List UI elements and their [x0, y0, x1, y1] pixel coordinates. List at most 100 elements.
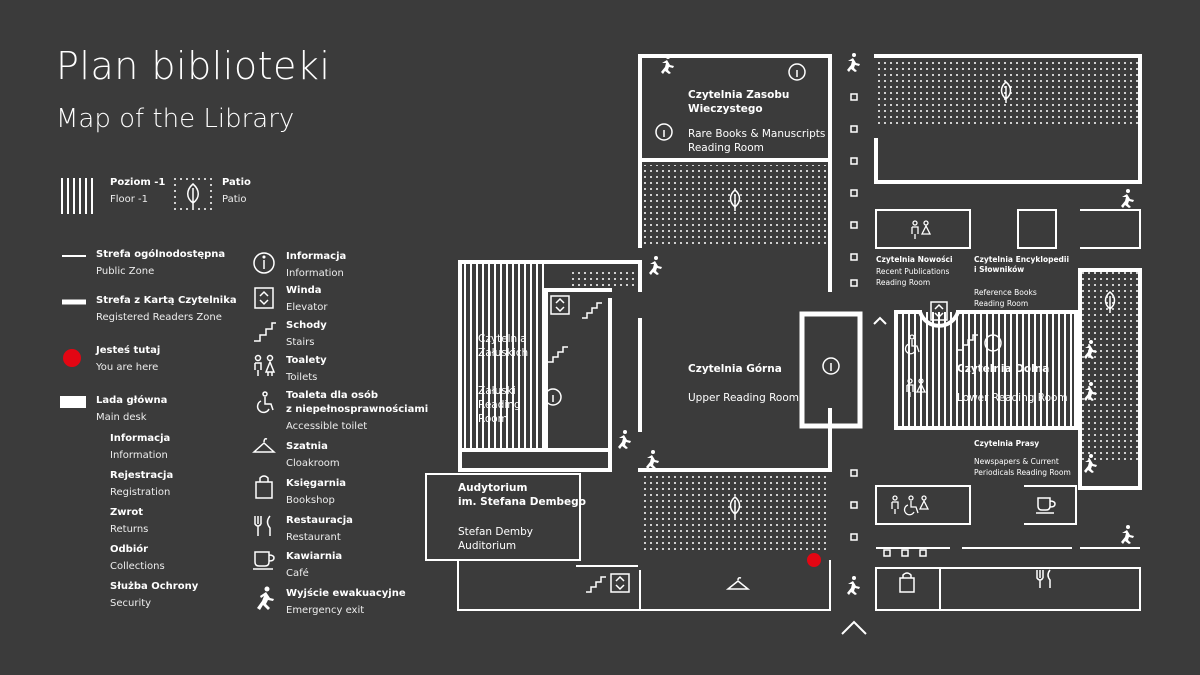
- toilets-icon: [254, 354, 276, 376]
- room-reference-en-2: Reading Room: [974, 299, 1028, 308]
- room-upper-en: Upper Reading Room: [688, 392, 799, 404]
- wall-toilets-bottom: [875, 485, 971, 525]
- zone-public-label: Strefa ogólnodostępna: [96, 249, 226, 260]
- patio-leaf-icon: [1000, 81, 1012, 103]
- room-zaluski-name: Czytelnia: [478, 333, 527, 345]
- icon-label: Księgarnia: [286, 478, 347, 489]
- desk-service-label-en: Registration: [110, 487, 171, 498]
- emergency-exit-icon: [618, 430, 631, 449]
- information-icon: [253, 252, 275, 274]
- wall-zaluski: [458, 262, 612, 472]
- room-reference-en: Reference Books: [974, 288, 1037, 297]
- desk-service-label: Zwrot: [110, 507, 144, 518]
- stairs-icon: [548, 346, 568, 363]
- emergency-exit-icon: [1084, 454, 1097, 473]
- wall-toilets-top: [875, 209, 971, 249]
- information-icon: [544, 388, 562, 406]
- stairs-icon: [958, 334, 978, 351]
- room-press-en-2: Periodicals Reading Room: [974, 468, 1071, 477]
- emergency-exit-icon: [661, 55, 674, 74]
- patio-leaf-icon: [174, 178, 212, 210]
- patio-top-right: [876, 58, 1140, 128]
- icon-label: Schody: [286, 320, 327, 331]
- toilets-icon: [891, 495, 930, 514]
- legend-level-label: Poziom -1: [110, 177, 166, 188]
- cafe-icon: [1036, 497, 1056, 514]
- elevator-icon: [254, 287, 274, 309]
- elevator-icon: [550, 295, 570, 315]
- room-lower-name: Czytelnia Dolna: [957, 363, 1049, 375]
- wall-lower-room: [894, 310, 1078, 430]
- accessible-toilet-icon: [904, 334, 920, 355]
- legend-patio-label: Patio: [222, 177, 251, 188]
- information-icon: [822, 357, 840, 375]
- bookshop-icon: [255, 475, 273, 499]
- desk-service-label-en: Information: [110, 450, 168, 461]
- accessible-toilet-icon: [256, 391, 274, 414]
- desk-service-label: Informacja: [110, 433, 171, 444]
- stairs-icon: [254, 322, 276, 342]
- desk-service-label: Rejestracja: [110, 470, 174, 481]
- room-auditorium-en: Stefan Demby: [458, 526, 533, 538]
- entrance-arrow-icon: [841, 620, 867, 635]
- room-new-name: Czytelnia Nowości: [876, 255, 953, 264]
- toilets-icon: [906, 378, 927, 397]
- legend-level-label-en: Floor -1: [110, 194, 149, 205]
- emergency-exit-icon: [1084, 382, 1097, 401]
- stairs-icon: [582, 302, 602, 319]
- room-rare-books-name: Czytelnia Zasobu: [688, 89, 789, 101]
- wall-top-right: [874, 54, 1142, 184]
- patio-leaf-icon: [729, 496, 741, 518]
- floor-pattern-icon: [61, 178, 93, 214]
- patio-leaf-icon: [1104, 291, 1116, 313]
- room-press-name: Czytelnia Prasy: [974, 439, 1039, 448]
- room-new-en: Recent Publications: [876, 267, 949, 276]
- room-zaluski-name-2: Załuskich: [478, 347, 528, 359]
- elevator-icon: [610, 573, 630, 593]
- emergency-exit-icon: [257, 586, 274, 610]
- icon-label-en: Cloakroom: [286, 458, 340, 469]
- icon-label-en: Stairs: [286, 337, 315, 348]
- desk-service-label-en: Returns: [110, 524, 149, 535]
- elevator-icon: [930, 301, 948, 321]
- stairs-icon: [586, 576, 606, 593]
- icon-label-en: Toilets: [286, 372, 318, 383]
- room-press-en: Newspapers & Current: [974, 457, 1059, 466]
- accessible-toilet-icon: [903, 495, 919, 516]
- emergency-exit-icon: [1121, 189, 1134, 208]
- room-reference-name-2: i Słowników: [974, 265, 1024, 274]
- you-are-here-label-en: You are here: [96, 362, 159, 373]
- emergency-exit-icon: [1121, 525, 1134, 544]
- room-rare-books-en-2: Reading Room: [688, 142, 764, 154]
- emergency-exit-icon: [646, 450, 659, 469]
- patio-leaf-icon: [729, 189, 741, 211]
- icon-label-en: Information: [286, 268, 344, 279]
- main-desk-label: Lada główna: [96, 395, 168, 406]
- icon-label: Szatnia: [286, 441, 328, 452]
- legend-icons: Informacja Information Winda Elevator Sc…: [252, 250, 428, 630]
- room-zaluski-en-3: Room: [478, 413, 508, 425]
- main-desk-label-en: Main desk: [96, 412, 147, 423]
- zone-registered-label: Strefa z Kartą Czytelnika: [96, 295, 237, 306]
- desk-service-label-en: Collections: [110, 561, 165, 572]
- zone-registered-label-en: Registered Readers Zone: [96, 312, 222, 323]
- desk-service-label-en: Security: [110, 598, 152, 609]
- floor-minus-1-zaluski: [462, 264, 546, 448]
- emergency-exit-icon: [1084, 340, 1097, 359]
- floor-minus-1-lower: [898, 312, 1076, 428]
- main-desk-block: [799, 311, 863, 429]
- desk-service-label: Odbiór: [110, 544, 149, 555]
- icon-label-en: Restaurant: [286, 532, 341, 543]
- room-zaluski-en-2: Reading: [478, 399, 521, 411]
- patio-small: [568, 268, 636, 290]
- icon-label: Restauracja: [286, 515, 353, 526]
- page-title: Plan biblioteki: [56, 44, 331, 88]
- you-are-here-label: Jesteś tutaj: [96, 345, 161, 356]
- legend-patio-label-en: Patio: [222, 194, 247, 205]
- toilets-icon: [911, 220, 932, 239]
- icon-label: Informacja: [286, 251, 347, 262]
- icon-label: Wyjście ewakuacyjne: [286, 588, 406, 599]
- room-rare-books-en: Rare Books & Manuscripts: [688, 128, 825, 140]
